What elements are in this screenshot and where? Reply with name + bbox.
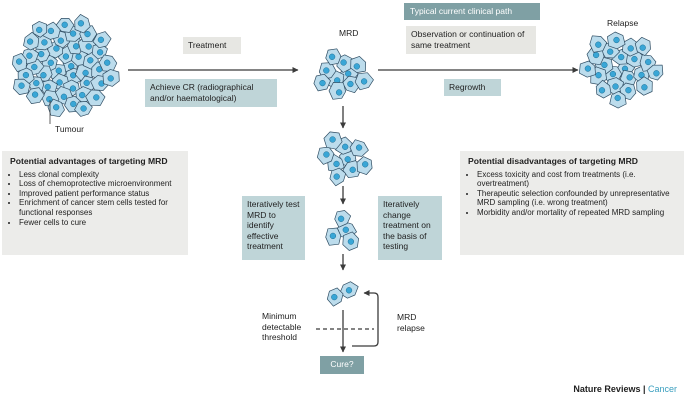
disadvantage-item: Excess toxicity and cost from treatments… <box>477 170 676 189</box>
arrow-mrd-relapse-loop <box>352 290 379 347</box>
advantage-item: Improved patient performance status <box>19 189 180 199</box>
arrows <box>49 67 579 353</box>
reduced-cell-cluster <box>325 210 359 251</box>
advantage-item: Loss of chemoprotective microenvironment <box>19 179 180 189</box>
disadvantages-panel: Potential disadvantages of targeting MRD… <box>460 151 684 255</box>
tumour-label: Tumour <box>55 124 84 134</box>
advantage-item: Fewer cells to cure <box>19 218 180 228</box>
disadvantages-title: Potential disadvantages of targeting MRD <box>468 156 638 166</box>
advantage-item: Enrichment of cancer stem cells tested f… <box>19 198 180 217</box>
regrowth-box: Regrowth <box>444 79 501 96</box>
journal-section: Cancer <box>647 384 677 394</box>
minimum-threshold-label: Minimum detectable threshold <box>262 311 302 342</box>
observation-box: Observation or continuation of same trea… <box>406 26 536 54</box>
journal-credit: Nature Reviews | Cancer <box>573 384 677 394</box>
advantages-panel: Potential advantages of targeting MRD Le… <box>2 151 188 255</box>
achieve-cr-box: Achieve CR (radiographical and/or haemat… <box>145 79 277 107</box>
change-treatment-box: Iteratively change treatment on the basi… <box>378 196 442 260</box>
advantages-title: Potential advantages of targeting MRD <box>10 156 168 166</box>
mrd-relapse-label: MRD relapse <box>397 312 425 333</box>
residual-cell-cluster <box>326 281 359 307</box>
treated-cell-cluster <box>316 131 373 187</box>
clinical-path-box: Typical current clinical path <box>404 3 540 20</box>
disadvantage-item: Morbidity and/or mortality of repeated M… <box>477 208 676 218</box>
test-mrd-box: Iteratively test MRD to identify effecti… <box>242 196 305 260</box>
credit-separator: | <box>640 384 648 394</box>
relapse-label: Relapse <box>607 18 639 28</box>
tumour-cell-cluster <box>12 14 120 118</box>
disadvantage-item: Therapeutic selection confounded by unre… <box>477 189 676 208</box>
journal-name: Nature Reviews <box>573 384 641 394</box>
mrd-cell-cluster <box>313 48 374 100</box>
relapse-cell-cluster <box>579 31 664 109</box>
mrd-label: MRD <box>339 28 359 38</box>
cure-box: Cure? <box>320 356 364 374</box>
advantage-item: Less clonal complexity <box>19 170 180 180</box>
treatment-box: Treatment <box>183 37 241 54</box>
